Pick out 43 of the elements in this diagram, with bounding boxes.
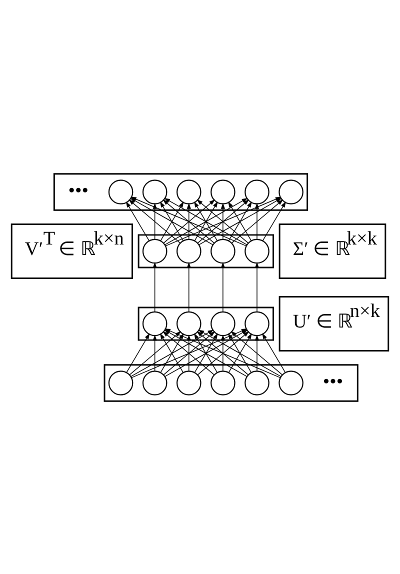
node-circle <box>210 179 236 204</box>
arrow <box>220 262 226 312</box>
node-circle <box>244 238 270 264</box>
arrow <box>152 202 157 240</box>
node-circle <box>142 238 168 264</box>
arrow <box>128 198 180 243</box>
node-circle <box>108 370 134 395</box>
node-circle <box>176 179 202 204</box>
node-circle <box>210 238 236 264</box>
node-circle <box>244 370 270 395</box>
node-circle <box>142 370 168 395</box>
arrow <box>152 262 157 312</box>
node-circle <box>210 370 236 395</box>
node-circle <box>176 370 202 395</box>
arrow <box>194 200 218 241</box>
arrow <box>230 330 282 375</box>
node-text: ••• <box>322 371 344 392</box>
node-circle <box>142 179 168 204</box>
arrow <box>262 200 286 241</box>
node-circle <box>210 310 236 336</box>
arrow <box>231 198 284 243</box>
node-circle <box>244 179 270 204</box>
arrow <box>228 200 252 241</box>
arrow <box>254 334 260 371</box>
node-text: ••• <box>68 180 88 202</box>
node-circle <box>176 238 202 264</box>
arrow <box>194 332 218 372</box>
arrow <box>228 332 252 372</box>
arrow <box>126 200 150 241</box>
arrow <box>254 262 260 312</box>
node-circle <box>278 370 304 395</box>
arrow <box>220 202 226 240</box>
arrow <box>152 334 157 371</box>
arrow <box>220 334 226 371</box>
node-circle <box>278 179 304 204</box>
arrow <box>186 202 191 240</box>
cluster <box>104 364 358 402</box>
node-circle <box>176 310 202 336</box>
arrow <box>186 262 191 312</box>
node-circle <box>142 310 168 336</box>
node-circle <box>244 310 270 336</box>
arrow <box>262 332 286 372</box>
arrow <box>126 332 150 372</box>
